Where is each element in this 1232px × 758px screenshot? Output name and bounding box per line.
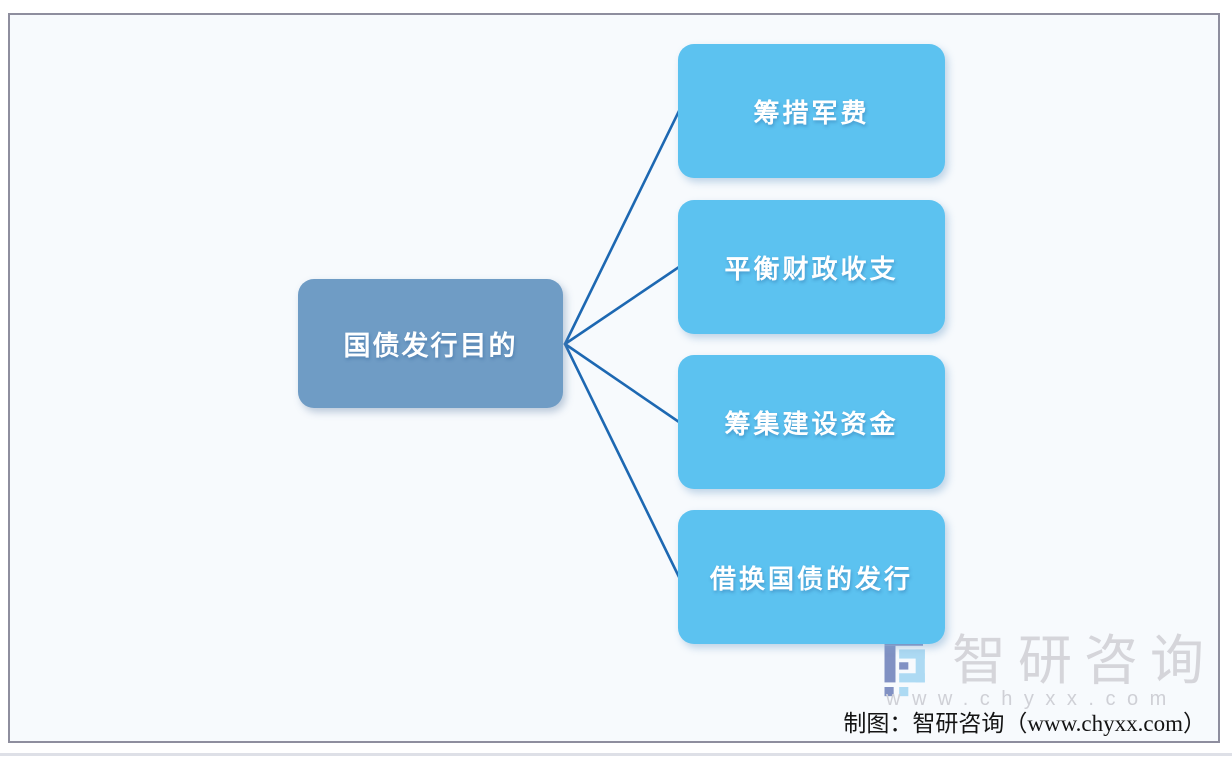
- branch-node-refinance-bonds: 借换国债的发行: [678, 510, 945, 644]
- watermark-site-text: www.chyxx.com: [886, 688, 1178, 710]
- root-node: 国债发行目的: [298, 279, 563, 408]
- branch-node-balance-fiscal: 平衡财政收支: [678, 200, 945, 334]
- footer-credit: 制图：智研咨询（www.chyxx.com）: [843, 711, 1206, 736]
- root-node-label: 国债发行目的: [343, 331, 518, 361]
- branch-node-construction-funds: 筹集建设资金: [678, 355, 945, 489]
- branch-node-label: 借换国债的发行: [709, 563, 913, 594]
- watermark-brand-text: 智研咨询: [952, 631, 1216, 691]
- branch-node-label: 平衡财政收支: [724, 253, 899, 284]
- branch-node-label: 筹集建设资金: [724, 408, 899, 439]
- branch-node-military-funds: 筹措军费: [678, 44, 945, 178]
- branch-node-label: 筹措军费: [753, 97, 870, 128]
- bottom-edge-divider: [0, 753, 1232, 756]
